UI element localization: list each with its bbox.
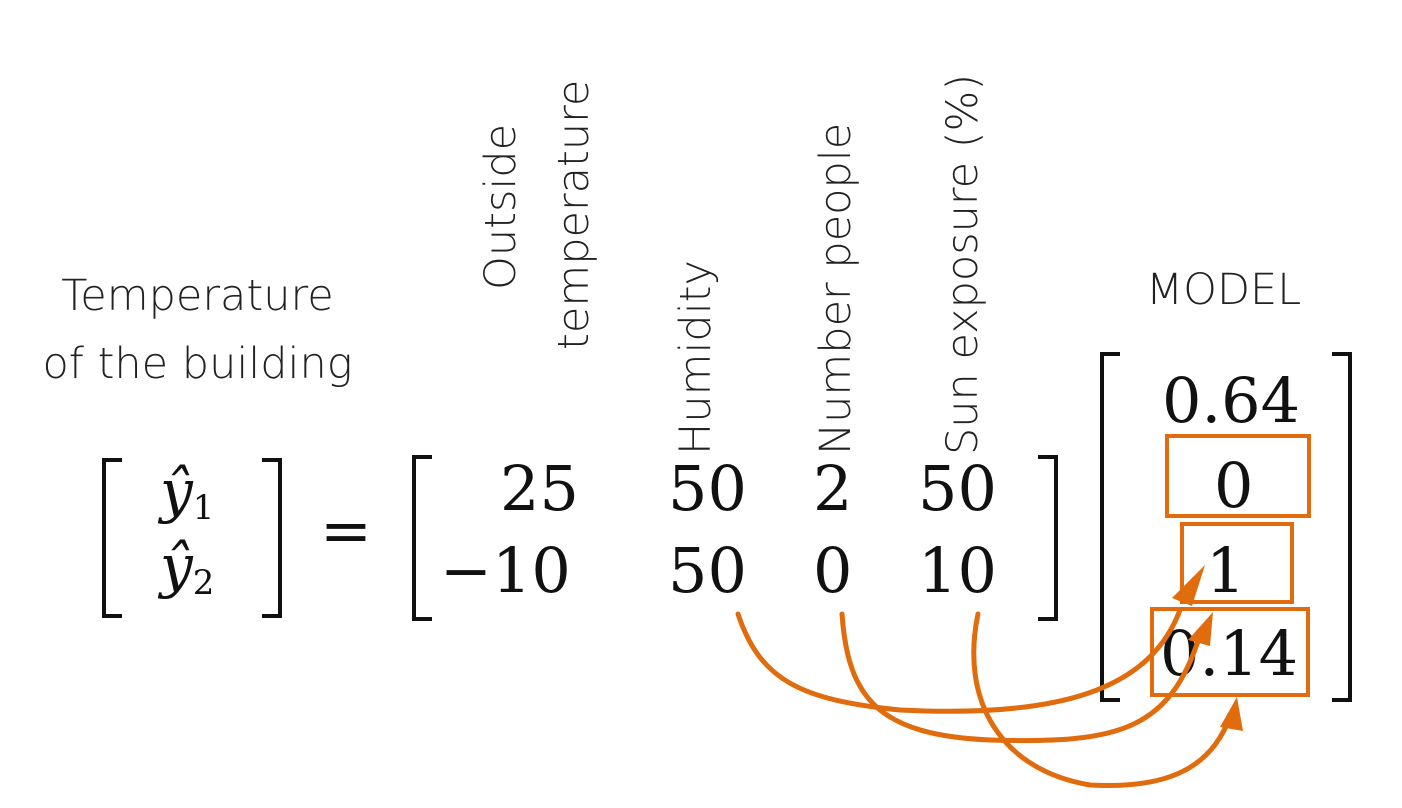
target-label-line1: Temperature — [61, 271, 334, 321]
arrowhead-humidity — [1172, 565, 1205, 606]
arrow-humidity-to-weight — [735, 607, 1183, 714]
matrix-cell-r2c2: 50 — [668, 534, 747, 607]
arrowhead-sun — [1220, 697, 1243, 731]
arrow-sun-to-weight — [971, 611, 1235, 789]
output-y2: ŷ2 — [160, 537, 214, 600]
arrow-people-to-weight — [839, 611, 1203, 744]
model-bracket-right — [1332, 352, 1352, 702]
model-label: MODEL — [1146, 265, 1302, 315]
model-weight-1: 0.64 — [1162, 364, 1301, 437]
output-y1-subscript: 1 — [192, 488, 215, 528]
matrix-cell-r1c3: 2 — [813, 452, 853, 525]
equals-sign: = — [320, 494, 372, 567]
matrix-cell-r1c1: 25 — [500, 452, 579, 525]
input-bracket-left — [412, 455, 432, 621]
output-y1-symbol: ŷ — [160, 457, 193, 525]
output-y1: ŷ1 — [160, 462, 214, 525]
arrowhead-people — [1188, 612, 1213, 646]
matrix-cell-r1c4: 50 — [918, 452, 997, 525]
output-y2-symbol: ŷ — [160, 532, 193, 600]
matrix-cell-r2c4: 10 — [918, 534, 997, 607]
model-weight-3: 1 — [1206, 534, 1246, 607]
input-bracket-right — [1038, 455, 1058, 621]
output-bracket-right — [262, 458, 282, 618]
matrix-cell-r2c3: 0 — [813, 534, 853, 607]
output-bracket-left — [102, 458, 122, 618]
model-bracket-left — [1100, 352, 1120, 702]
output-y2-subscript: 2 — [192, 563, 215, 603]
target-label-line2: of the building — [42, 339, 353, 389]
highlight-box-weight-2 — [1165, 434, 1311, 518]
highlight-box-weight-3 — [1180, 522, 1294, 604]
target-label: Temperature of the building — [0, 262, 395, 398]
matrix-cell-r2c1: −10 — [440, 534, 571, 607]
model-weight-2: 0 — [1214, 449, 1254, 522]
matrix-cell-r1c2: 50 — [668, 452, 747, 525]
